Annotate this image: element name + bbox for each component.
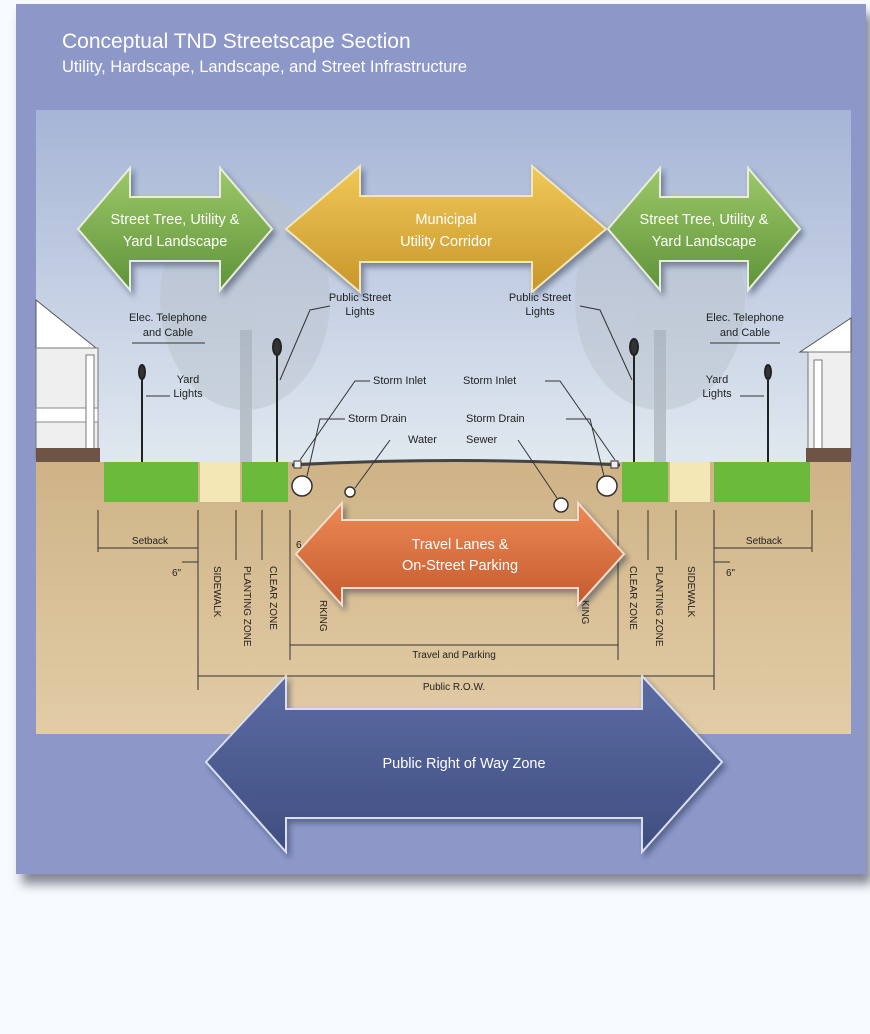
parking-zone-label-right: KING	[579, 600, 590, 625]
sewer-label: Sewer	[466, 434, 498, 446]
street-tree-arrow-right-line2: Yard Landscape	[652, 234, 757, 250]
street-tree-arrow-left-line1: Street Tree, Utility &	[111, 212, 240, 228]
water-label: Water	[408, 434, 437, 446]
sidewalk-zone-label-left: SIDEWALK	[211, 566, 222, 618]
yard-light-left	[138, 364, 146, 462]
sewer-pipe	[553, 497, 569, 513]
house-right	[798, 317, 852, 462]
public-row-label: Public R.O.W.	[423, 682, 485, 693]
planting-zone-left	[242, 462, 288, 502]
clear-zone-label-right: CLEAR ZONE	[627, 566, 638, 630]
yard-lights-label-left-2: Lights	[173, 388, 203, 400]
clear-zone-label-left: CLEAR ZONE	[267, 566, 278, 630]
public-street-lights-label-right: Public Street	[509, 292, 571, 304]
public-street-lights-label-left: Public Street	[329, 292, 391, 304]
street-light-right	[629, 338, 639, 462]
street-tree-arrow-left: Street Tree, Utility & Yard Landscape	[76, 165, 274, 293]
travel-parking-label: Travel and Parking	[412, 650, 496, 661]
municipal-arrow-line2: Utility Corridor	[400, 234, 492, 250]
six-inch-label-right: 6"	[726, 568, 736, 579]
public-row-arrow-label: Public Right of Way Zone	[382, 756, 545, 772]
house-left	[35, 298, 100, 462]
leader-lines	[132, 305, 780, 499]
travel-arrow-line2: On-Street Parking	[402, 558, 518, 574]
municipal-utility-arrow: Municipal Utility Corridor	[284, 163, 608, 295]
six-inch-label-left: 6"	[172, 568, 182, 579]
yard-lights-label-left: Yard	[177, 374, 199, 386]
elec-telephone-label-right: Elec. Telephone	[706, 312, 784, 324]
municipal-arrow-line1: Municipal	[415, 212, 476, 228]
travel-arrow-line1: Travel Lanes &	[412, 537, 509, 553]
street-tree-arrow-right: Street Tree, Utility & Yard Landscape	[606, 165, 802, 293]
planting-zone-label-left: PLANTING ZONE	[241, 566, 252, 647]
sidewalk-right	[670, 462, 710, 502]
storm-drain-label-right: Storm Drain	[466, 413, 525, 425]
storm-inlet-label-left: Storm Inlet	[373, 375, 426, 387]
street-tree-arrow-left-line2: Yard Landscape	[123, 234, 228, 250]
travel-lanes-arrow: Travel Lanes & On-Street Parking	[294, 500, 626, 608]
yard-light-right	[764, 364, 772, 462]
setback-label-right: Setback	[746, 536, 783, 547]
road-surface	[291, 459, 621, 467]
storm-inlet-label-right: Storm Inlet	[463, 375, 516, 387]
setback-lawn-right	[714, 462, 810, 502]
elec-cable-label-left: and Cable	[143, 327, 193, 339]
dimension-lines	[97, 510, 813, 690]
page-subtitle: Utility, Hardscape, Landscape, and Stree…	[62, 58, 468, 76]
storm-drain-label-left: Storm Drain	[348, 413, 407, 425]
storm-inlet-right	[610, 460, 619, 469]
sidewalk-zone-label-right: SIDEWALK	[685, 566, 696, 618]
six-inch-label-center: 6	[296, 540, 302, 551]
parking-zone-label-left: RKING	[317, 600, 328, 632]
page-title: Conceptual TND Streetscape Section	[62, 30, 411, 53]
yard-lights-label-right: Yard	[706, 374, 728, 386]
planting-zone-label-right: PLANTING ZONE	[653, 566, 664, 647]
elec-telephone-label-left: Elec. Telephone	[129, 312, 207, 324]
storm-drain-pipe-left	[291, 475, 313, 497]
sidewalk-left	[200, 462, 240, 502]
yard-lights-label-right-2: Lights	[702, 388, 732, 400]
water-pipe	[344, 486, 356, 498]
street-light-left	[272, 338, 282, 462]
storm-drain-pipe-right	[596, 475, 618, 497]
storm-inlet-left	[293, 460, 302, 469]
setback-lawn-left	[104, 462, 198, 502]
street-tree-arrow-right-line1: Street Tree, Utility &	[640, 212, 769, 228]
public-street-lights-label-left-2: Lights	[345, 306, 375, 318]
elec-cable-label-right: and Cable	[720, 327, 770, 339]
public-row-arrow: Public Right of Way Zone	[204, 673, 724, 855]
planting-zone-right	[622, 462, 668, 502]
setback-label-left: Setback	[132, 536, 169, 547]
public-street-lights-label-right-2: Lights	[525, 306, 555, 318]
